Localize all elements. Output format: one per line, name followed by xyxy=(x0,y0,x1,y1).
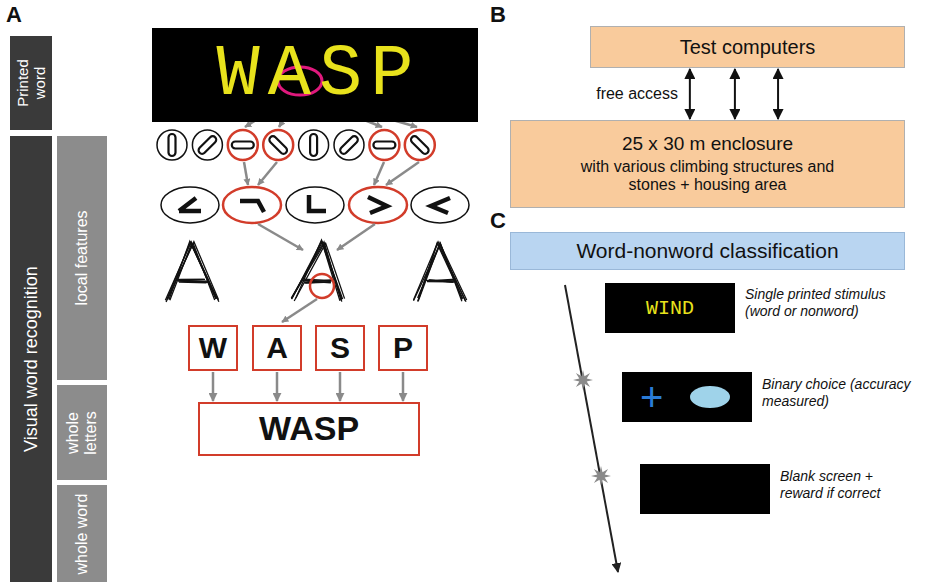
rotated-label: Printed word xyxy=(14,42,49,124)
step-note: Single printed stimulus (word or nonword… xyxy=(745,286,917,320)
connector-arrow xyxy=(339,372,342,401)
sublevel-bar: local features xyxy=(57,136,107,380)
word-box: WASP xyxy=(198,402,420,456)
access-label: free access xyxy=(560,84,678,103)
letter-box: S xyxy=(315,325,365,371)
connector-arrow xyxy=(777,69,779,119)
level-bar: Visual word recognition xyxy=(10,136,52,582)
connector-arrow xyxy=(689,69,691,119)
highlight-circle xyxy=(310,274,334,298)
delay-stars xyxy=(573,370,611,486)
node-text: P xyxy=(393,331,413,366)
blank-screen xyxy=(640,464,770,514)
connector-arrow xyxy=(212,372,215,401)
stimulus-screen: WIND xyxy=(605,283,735,333)
rotated-label: whole letters xyxy=(64,391,101,474)
connector-arrow xyxy=(402,372,405,401)
panel-letter: C xyxy=(490,208,506,234)
panel-letter: A xyxy=(6,2,22,28)
node-text: with various climbing structures and sto… xyxy=(575,158,840,195)
connector-arrow xyxy=(734,69,736,119)
feature-arrows xyxy=(244,95,419,322)
sublevel-bar: whole word xyxy=(57,485,107,582)
step-note: Binary choice (accuracy measured) xyxy=(762,376,917,410)
node-text: WASP xyxy=(259,409,359,448)
letter-box: P xyxy=(378,325,428,371)
node-text: 25 x 30 m enclosure xyxy=(622,133,793,155)
node-text: + xyxy=(640,377,663,417)
letter-box: W xyxy=(188,325,238,371)
rotated-label: whole word xyxy=(73,491,91,576)
enclosure-box: 25 x 30 m enclosure with various climbing… xyxy=(510,120,905,208)
letter-variants xyxy=(165,240,466,302)
task-banner: Word-nonword classification xyxy=(510,232,905,270)
panel-letter: B xyxy=(490,2,506,28)
choice-screen: + xyxy=(622,372,752,422)
computer-box: Test computers xyxy=(590,26,905,68)
node-text: S xyxy=(330,331,350,366)
rotated-label: Visual word recognition xyxy=(21,142,42,576)
node-text: WIND xyxy=(646,297,694,320)
node-text: W xyxy=(199,331,227,366)
corner-detectors xyxy=(161,187,469,223)
level-bar: Printed word xyxy=(10,36,52,130)
node-text: A xyxy=(266,331,288,366)
node-text: Test computers xyxy=(680,36,816,59)
node-text: WASP xyxy=(217,34,422,117)
sublevel-bar: whole letters xyxy=(57,385,107,480)
step-note: Blank screen + reward if correct xyxy=(780,468,918,502)
rotated-label: local features xyxy=(73,142,91,374)
feature-detectors xyxy=(157,130,435,160)
letter-box: A xyxy=(252,325,302,371)
printed-word-screen: WASP xyxy=(152,28,478,122)
connector-arrow xyxy=(276,372,279,401)
node-text: Word-nonword classification xyxy=(576,239,838,263)
